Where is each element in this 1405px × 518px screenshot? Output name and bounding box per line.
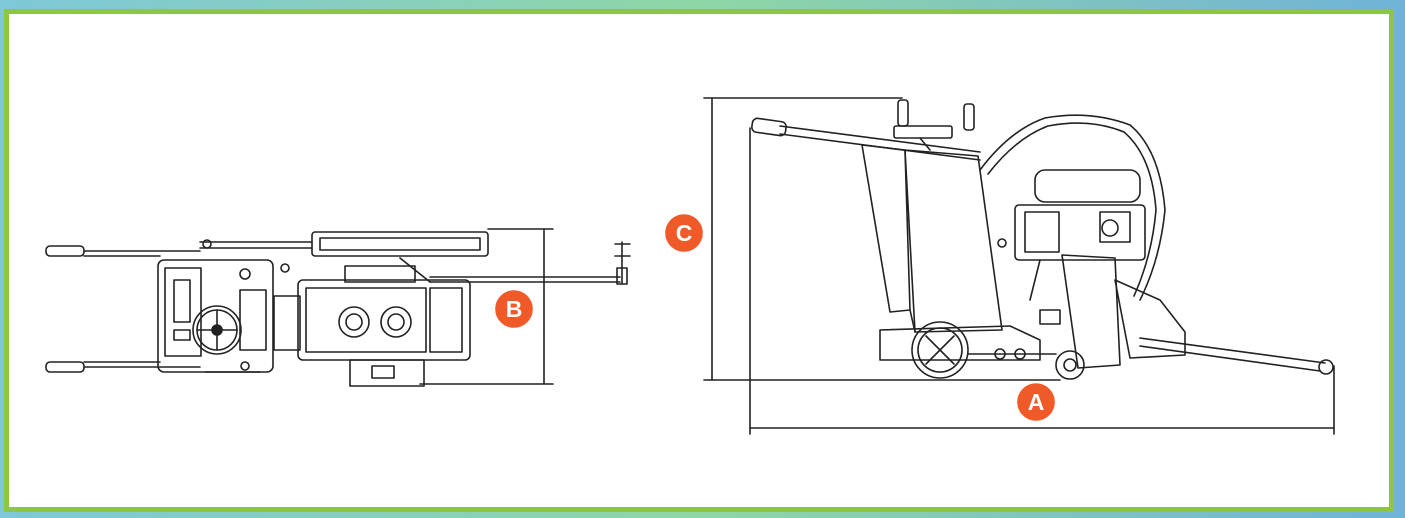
badge-a: A (1017, 383, 1055, 421)
floor-saw-top-view-drawing (45, 231, 631, 387)
badge-b: B (495, 290, 533, 328)
dimension-line-c (703, 97, 1061, 381)
svg-text:B: B (506, 296, 523, 322)
svg-text:A: A (1028, 389, 1045, 415)
floor-saw-side-view-drawing (751, 99, 1334, 380)
dimension-line-a (749, 127, 1335, 435)
dimension-line-b (419, 228, 554, 385)
badge-c: C (665, 214, 703, 252)
svg-text:C: C (676, 220, 693, 246)
